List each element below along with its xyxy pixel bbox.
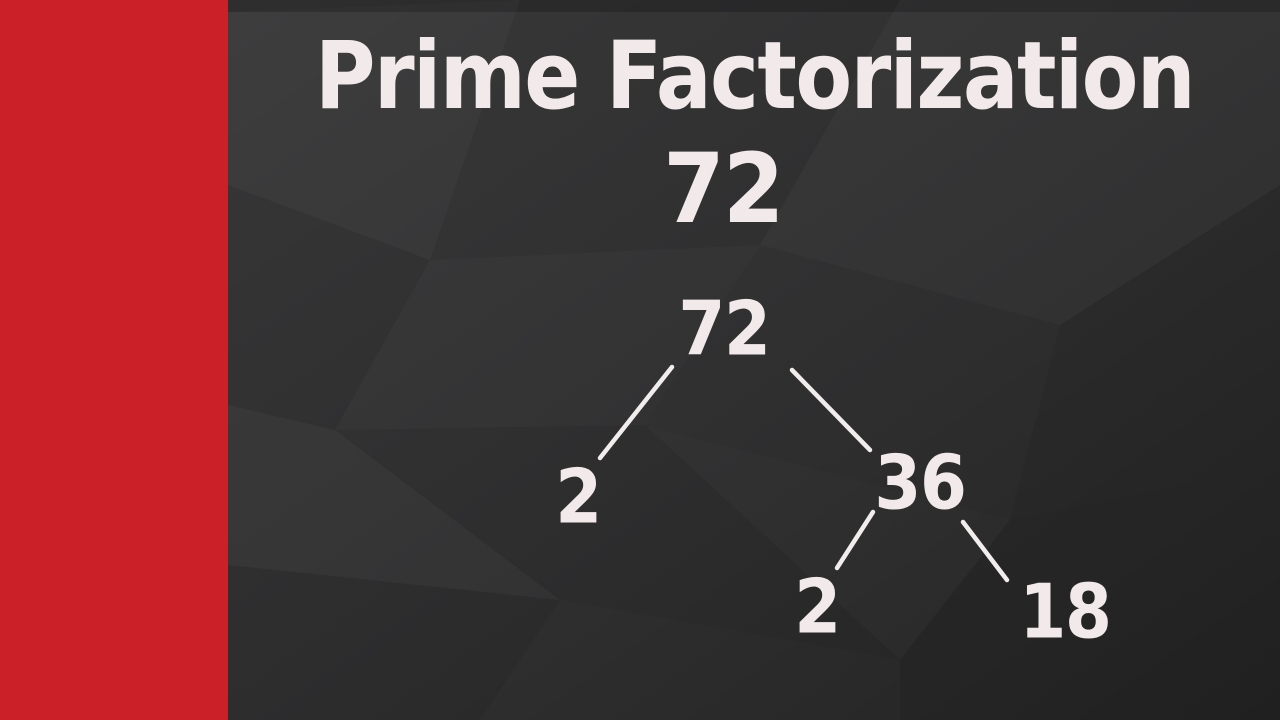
tree-node-2-bottom: 2 — [794, 562, 841, 651]
tree-node-72: 72 — [678, 284, 771, 373]
tree-node-2-left: 2 — [555, 452, 602, 541]
tree-edge-72-to-2 — [597, 364, 675, 461]
target-number-heading: 72 — [658, 141, 788, 237]
tree-node-36: 36 — [874, 438, 967, 527]
target-number-text: 72 — [663, 133, 784, 245]
tree-edge-72-to-36 — [789, 367, 873, 453]
tree-node-18: 18 — [1019, 567, 1112, 656]
red-accent-bar — [0, 0, 228, 720]
page-title: Prime Factorization — [228, 30, 1280, 126]
page-title-text: Prime Factorization — [314, 22, 1195, 131]
tree-edge-36-to-18 — [960, 519, 1010, 583]
tree-edge-36-to-2 — [834, 509, 876, 571]
